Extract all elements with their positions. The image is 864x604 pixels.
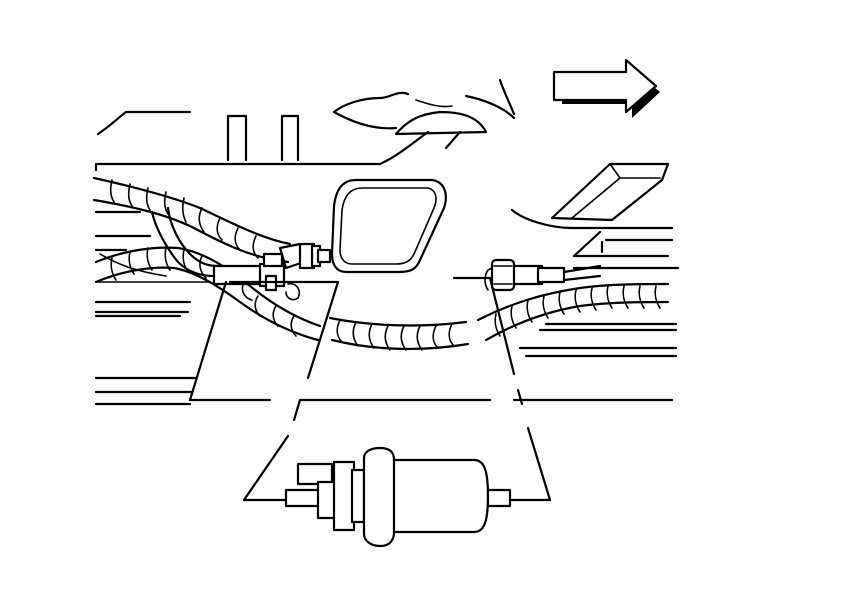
fuel-line-harness-center (328, 316, 470, 351)
fuel-line-connector-right (484, 258, 602, 292)
fuel-line-connector-left (212, 242, 332, 301)
vehicle-frame-lines (94, 78, 680, 406)
callout-leader-lines (188, 276, 552, 502)
direction-arrow (552, 58, 660, 118)
fuel-line-harness-right (476, 282, 670, 342)
fuel-filter (284, 446, 512, 548)
fuel-line-harness-left (92, 176, 322, 342)
fuel-tank-panel (330, 130, 462, 274)
